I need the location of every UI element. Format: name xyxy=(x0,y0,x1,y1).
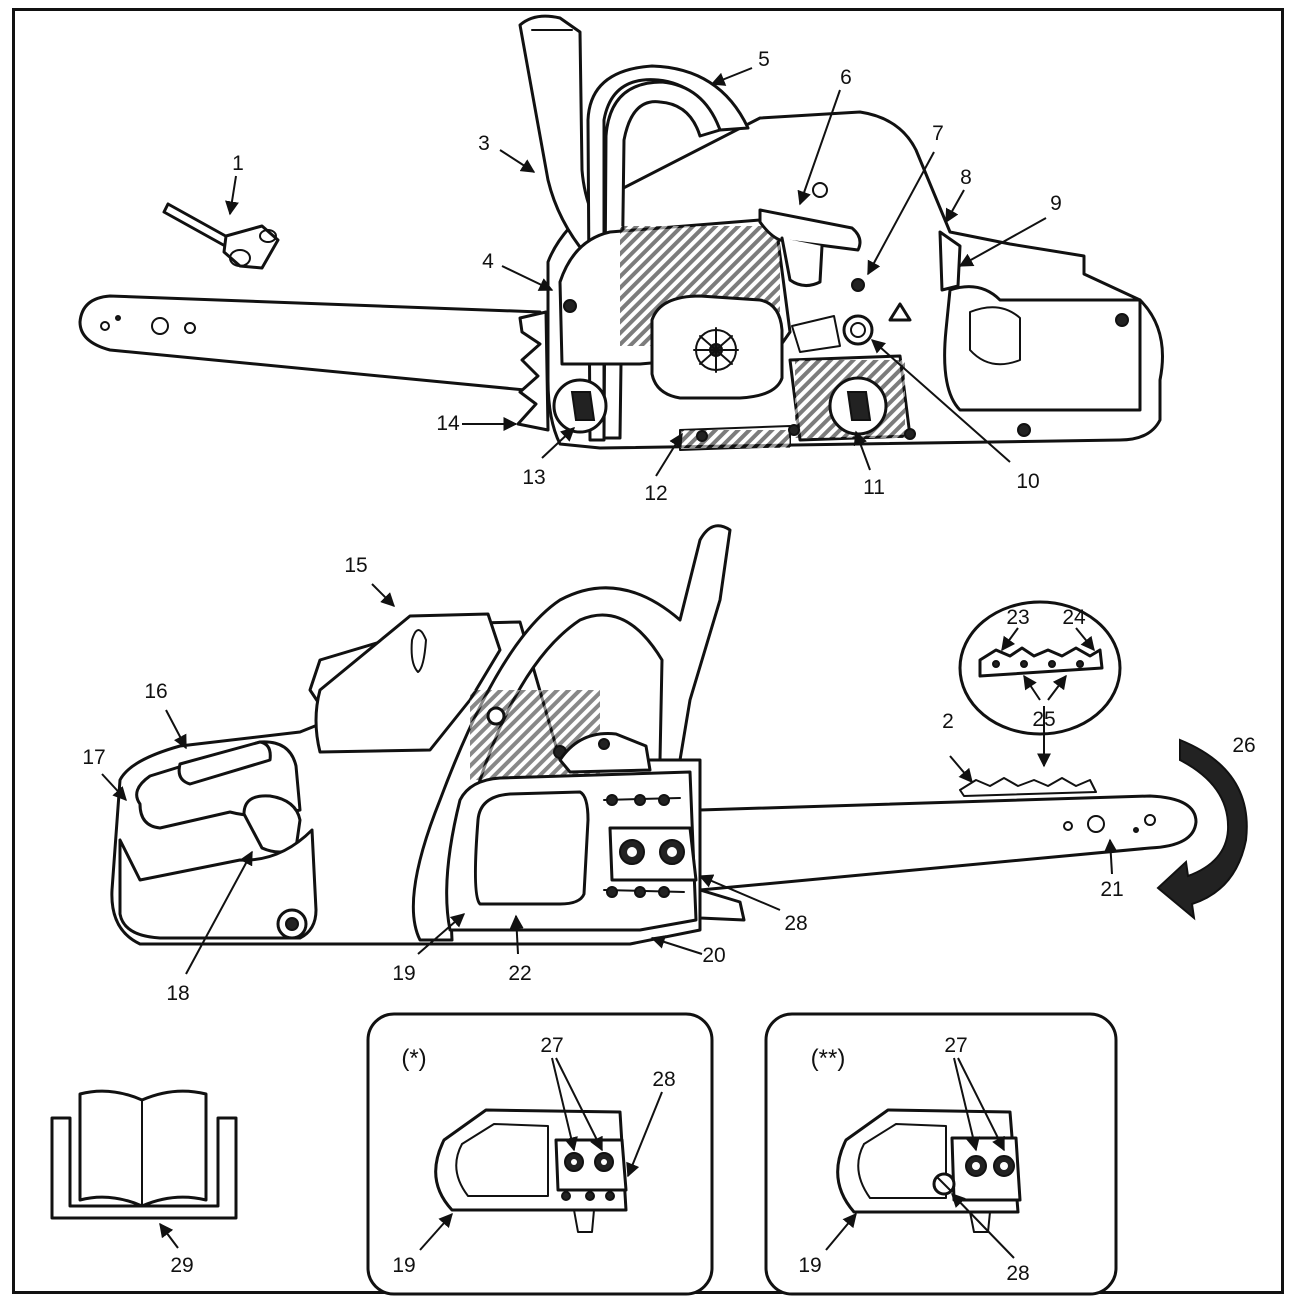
inset-a-callout-19: 19 xyxy=(392,1254,415,1277)
inset-b-callout-19: 19 xyxy=(798,1254,821,1277)
inset-b-callout-27: 27 xyxy=(944,1034,967,1057)
combination-wrench xyxy=(162,202,280,270)
callout-7: 7 xyxy=(932,122,944,145)
callout-23: 23 xyxy=(1006,606,1029,629)
callout-19: 19 xyxy=(392,962,415,985)
callout-8: 8 xyxy=(960,166,972,189)
callout-1: 1 xyxy=(232,152,244,175)
callout-29: 29 xyxy=(170,1254,193,1277)
callout-28: 28 xyxy=(784,912,807,935)
inset-a-callout-27: 27 xyxy=(540,1034,563,1057)
saw-chain xyxy=(959,777,1097,797)
callout-10: 10 xyxy=(1016,470,1039,493)
callout-20: 20 xyxy=(702,944,725,967)
callout-labels: 1 2 3 4 5 6 7 8 9 10 11 12 13 14 15 16 1… xyxy=(82,48,1255,1277)
leader-lines xyxy=(101,67,1118,975)
callout-18: 18 xyxy=(166,982,189,1005)
saw-left-view xyxy=(78,14,1164,451)
inset-a-callout-28: 28 xyxy=(652,1068,675,1091)
callout-3: 3 xyxy=(478,132,490,155)
callout-9: 9 xyxy=(1050,192,1062,215)
inset-quick-tension-cover: (**) 27 28 19 xyxy=(764,1012,1118,1296)
instruction-manual-icon xyxy=(50,1089,238,1249)
guide-bar-right xyxy=(698,794,1198,892)
throttle-trigger-lockout xyxy=(177,740,272,786)
chain-direction-arrow xyxy=(1156,738,1248,921)
inset-b-marker: (**) xyxy=(811,1045,846,1072)
inset-standard-cover: (*) 27 28 19 xyxy=(366,1012,714,1296)
inset-b-callout-28: 28 xyxy=(1006,1262,1029,1285)
callout-17: 17 xyxy=(82,746,105,769)
callout-21: 21 xyxy=(1100,878,1123,901)
throttle-trigger xyxy=(242,794,302,854)
callout-6: 6 xyxy=(840,66,852,89)
callout-4: 4 xyxy=(482,250,494,273)
callout-25: 25 xyxy=(1032,708,1055,731)
guide-bar-top xyxy=(78,294,548,394)
callout-15: 15 xyxy=(344,554,367,577)
callout-14: 14 xyxy=(436,412,460,435)
callout-13: 13 xyxy=(522,466,545,489)
callout-11: 11 xyxy=(863,476,885,499)
saw-right-view xyxy=(110,524,1248,946)
callout-26: 26 xyxy=(1232,734,1255,757)
top-cover xyxy=(314,612,502,754)
callout-2: 2 xyxy=(942,710,954,733)
inset-a-marker: (*) xyxy=(401,1045,426,1072)
callout-12: 12 xyxy=(644,482,667,505)
callout-22: 22 xyxy=(508,962,531,985)
callout-16: 16 xyxy=(144,680,167,703)
callout-5: 5 xyxy=(758,48,770,71)
callout-24: 24 xyxy=(1062,606,1086,629)
